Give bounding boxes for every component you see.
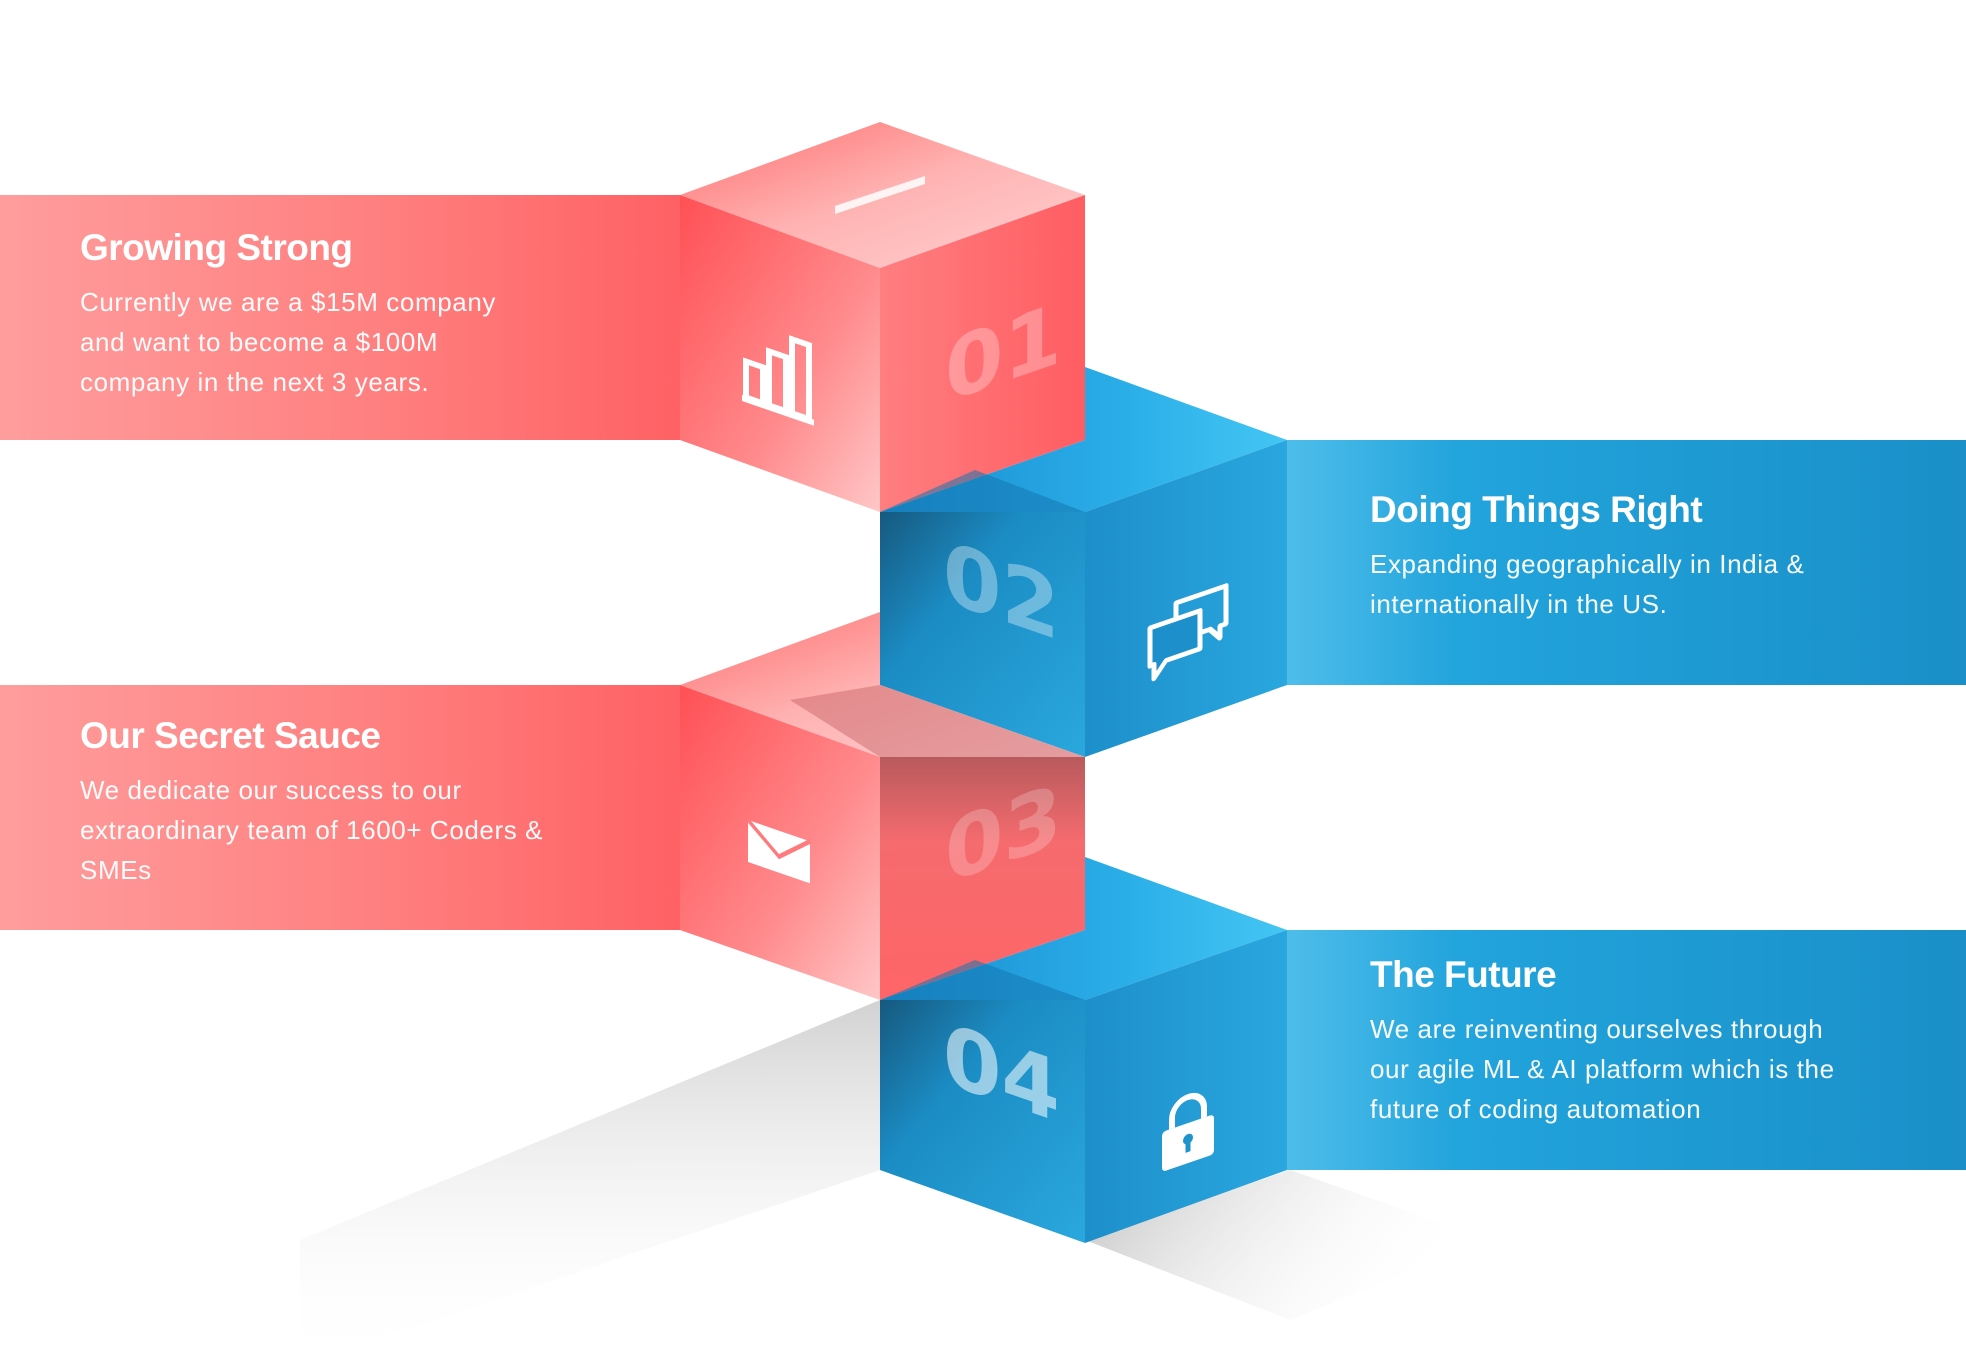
step-01-description: Currently we are a $15M company and want… [80, 282, 660, 402]
step-04-description: We are reinventing ourselves through our… [1370, 1009, 1960, 1129]
step-02-description: Expanding geographically in India & inte… [1370, 544, 1950, 624]
band-01 [0, 195, 680, 440]
step-04-line-1: We are reinventing ourselves through [1370, 1014, 1824, 1045]
cube-04-top-shade [880, 960, 1085, 1000]
step-03-text: Our Secret Sauce We dedicate our success… [80, 714, 680, 890]
step-04-line-3: future of coding automation [1370, 1094, 1702, 1125]
floor-shadow-left [300, 1000, 880, 1366]
cube-03-front-right [880, 757, 1085, 1000]
band-04 [1287, 930, 1966, 1170]
step-03-line-3: SMEs [80, 855, 152, 886]
cube-01-top-slot [835, 176, 925, 214]
step-03-description: We dedicate our success to our extraordi… [80, 770, 680, 890]
step-01-line-3: company in the next 3 years. [80, 367, 430, 398]
cube-03-top [680, 612, 1085, 757]
bar-chart-icon [742, 335, 814, 426]
step-04-title: The Future [1370, 954, 1557, 995]
step-02-title: Doing Things Right [1370, 489, 1703, 530]
cube-02-front-left [880, 512, 1085, 757]
cube-03-top-shade [790, 685, 1085, 757]
step-03-title: Our Secret Sauce [80, 715, 381, 756]
chat-bubbles-icon [1147, 583, 1229, 682]
step-02-text: Doing Things Right Expanding geographica… [1370, 488, 1950, 624]
step-03-line-2: extraordinary team of 1600+ Coders & [80, 815, 544, 846]
step-03-line-1: We dedicate our success to our [80, 775, 462, 806]
step-02-line-1: Expanding geographically in India & [1370, 549, 1805, 580]
floor-shadow-right [1085, 1170, 1490, 1320]
step-01-title: Growing Strong [80, 227, 353, 268]
cube-02-top-shade [880, 470, 1085, 512]
cube-04-front-left [880, 1000, 1085, 1243]
band-03 [0, 685, 680, 930]
cube-04-front-right [1085, 930, 1287, 1243]
padlock-icon [1162, 1092, 1214, 1171]
step-01-line-1: Currently we are a $15M company [80, 287, 497, 318]
cube-02-top [880, 367, 1287, 512]
step-02-line-2: internationally in the US. [1370, 589, 1668, 620]
step-04-text: The Future We are reinventing ourselves … [1370, 953, 1960, 1129]
cube-04-top [880, 857, 1287, 1000]
step-01-text: Growing Strong Currently we are a $15M c… [80, 226, 660, 402]
band-02 [1287, 440, 1966, 685]
cube-01-front-right [880, 195, 1085, 512]
step-04-line-2: our agile ML & AI platform which is the [1370, 1054, 1835, 1085]
step-01-line-2: and want to become a $100M [80, 327, 439, 358]
envelope-icon [746, 818, 812, 884]
